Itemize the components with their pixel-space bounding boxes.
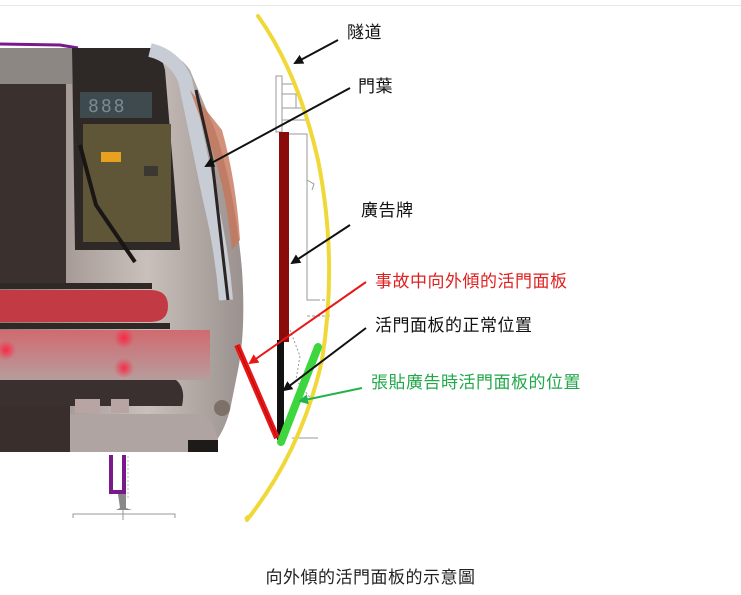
train-front-image: 888 [0,42,244,452]
label-tilted-panel: 事故中向外傾的活門面板 [375,272,568,292]
track-schematic [72,455,176,520]
ad-position-arrow [298,387,363,405]
pointer-arrows [204,39,367,405]
normal-position-arrow [282,327,367,392]
top-divider [0,5,741,6]
label-tunnel: 隧道 [347,23,382,43]
door-leaf-arrow [204,87,351,167]
figure-caption: 向外傾的活門面板的示意圖 [265,568,476,588]
tunnel-arc [245,14,332,522]
label-door-leaf: 門葉 [358,77,393,97]
tunnel-arrow [293,39,339,64]
billboard-arrow [290,224,351,265]
tunnel-arc-end [244,514,252,520]
label-normal-position: 活門面板的正常位置 [375,316,533,336]
svg-text:888: 888 [88,96,127,117]
label-billboard: 廣告牌 [361,201,414,221]
tilted-panel-arrow [248,281,367,365]
label-ad-position: 張貼廣告時活門面板的位置 [371,373,581,393]
normal-panel-bar [277,340,284,440]
billboard-bar [279,132,289,342]
